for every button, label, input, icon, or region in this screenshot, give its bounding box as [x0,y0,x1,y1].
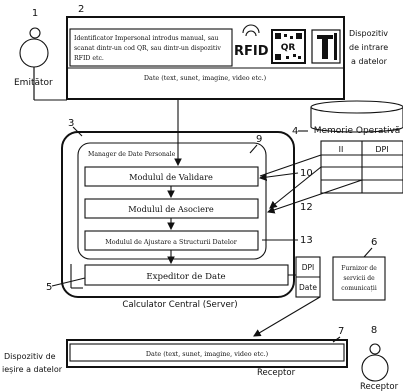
input-device-label-line-3: a datelor [351,57,388,66]
side-packet-date: Date [299,283,317,292]
output-receptor-caption: Receptor [257,368,296,378]
provider-line-1: Furnizor de [341,265,377,272]
ref-3: 3 [68,118,74,129]
association-module-label: Modulul de Asociere [128,204,214,214]
memory-cylinder [310,100,403,133]
identifier-description-line-2: scanat dintr-un cod QR, sau dintr-un dis… [74,45,221,52]
output-device-label-line-2: ieșire a datelor [2,365,63,375]
ref-13: 13 [300,235,313,246]
ref-8: 8 [371,325,377,336]
text-input-icon [311,29,341,64]
output-device-label-line-1: Dispozitiv de [4,352,56,361]
ref-6: 6 [371,237,377,248]
data-dispatcher-label: Expeditor de Date [146,272,225,282]
manager-label: Manager de Date Personale [88,151,176,158]
rfid-label: RFID [234,44,269,59]
qr-label: QR [281,43,296,53]
emitter-person-icon [19,27,49,68]
side-packet [295,256,321,298]
side-packet-dpi: DPI [302,263,315,272]
flow-arrows [33,67,363,337]
qr-code-icon: QR [271,29,306,64]
receiver-label: Receptor [360,382,399,392]
identifier-description-line-1: Identificator Impersonal introdus manual… [74,35,219,42]
adjust-module-label: Modulul de Ajustare a Structurii Datelor [105,238,238,246]
ref-12: 12 [300,202,313,213]
ref-5: 5 [46,282,52,293]
communication-provider-box [332,256,386,301]
input-device-label-line-2: de intrare [349,43,388,52]
ref-1: 1 [32,8,38,19]
input-data-text: Date (text, sunet, imagine, video etc.) [144,74,266,82]
server-caption: Calculator Central (Server) [122,300,237,310]
ref-10: 10 [300,168,313,179]
memory-table-col-ii: II [339,145,344,154]
output-device-box [66,339,348,368]
provider-line-3: comunicații [341,285,377,292]
identifier-description-line-3: RFID etc. [74,55,104,62]
ref-7: 7 [338,326,344,337]
validation-module-label: Modulul de Validare [129,172,213,182]
memory-table [320,140,403,194]
receiver-person-icon [361,343,389,382]
memory-label: Memorie Operativă [314,126,401,136]
provider-line-2: servicii de [343,275,375,282]
output-data-text: Date (text, sunet, imagine, video etc.) [146,350,268,358]
ref-2: 2 [78,4,84,15]
rfid-icon: RFID [234,24,269,59]
ref-4: 4 [292,126,298,137]
ref-9: 9 [256,134,262,145]
memory-table-col-dpi: DPI [375,145,388,154]
input-device-label-line-1: Dispozitiv [349,29,388,38]
